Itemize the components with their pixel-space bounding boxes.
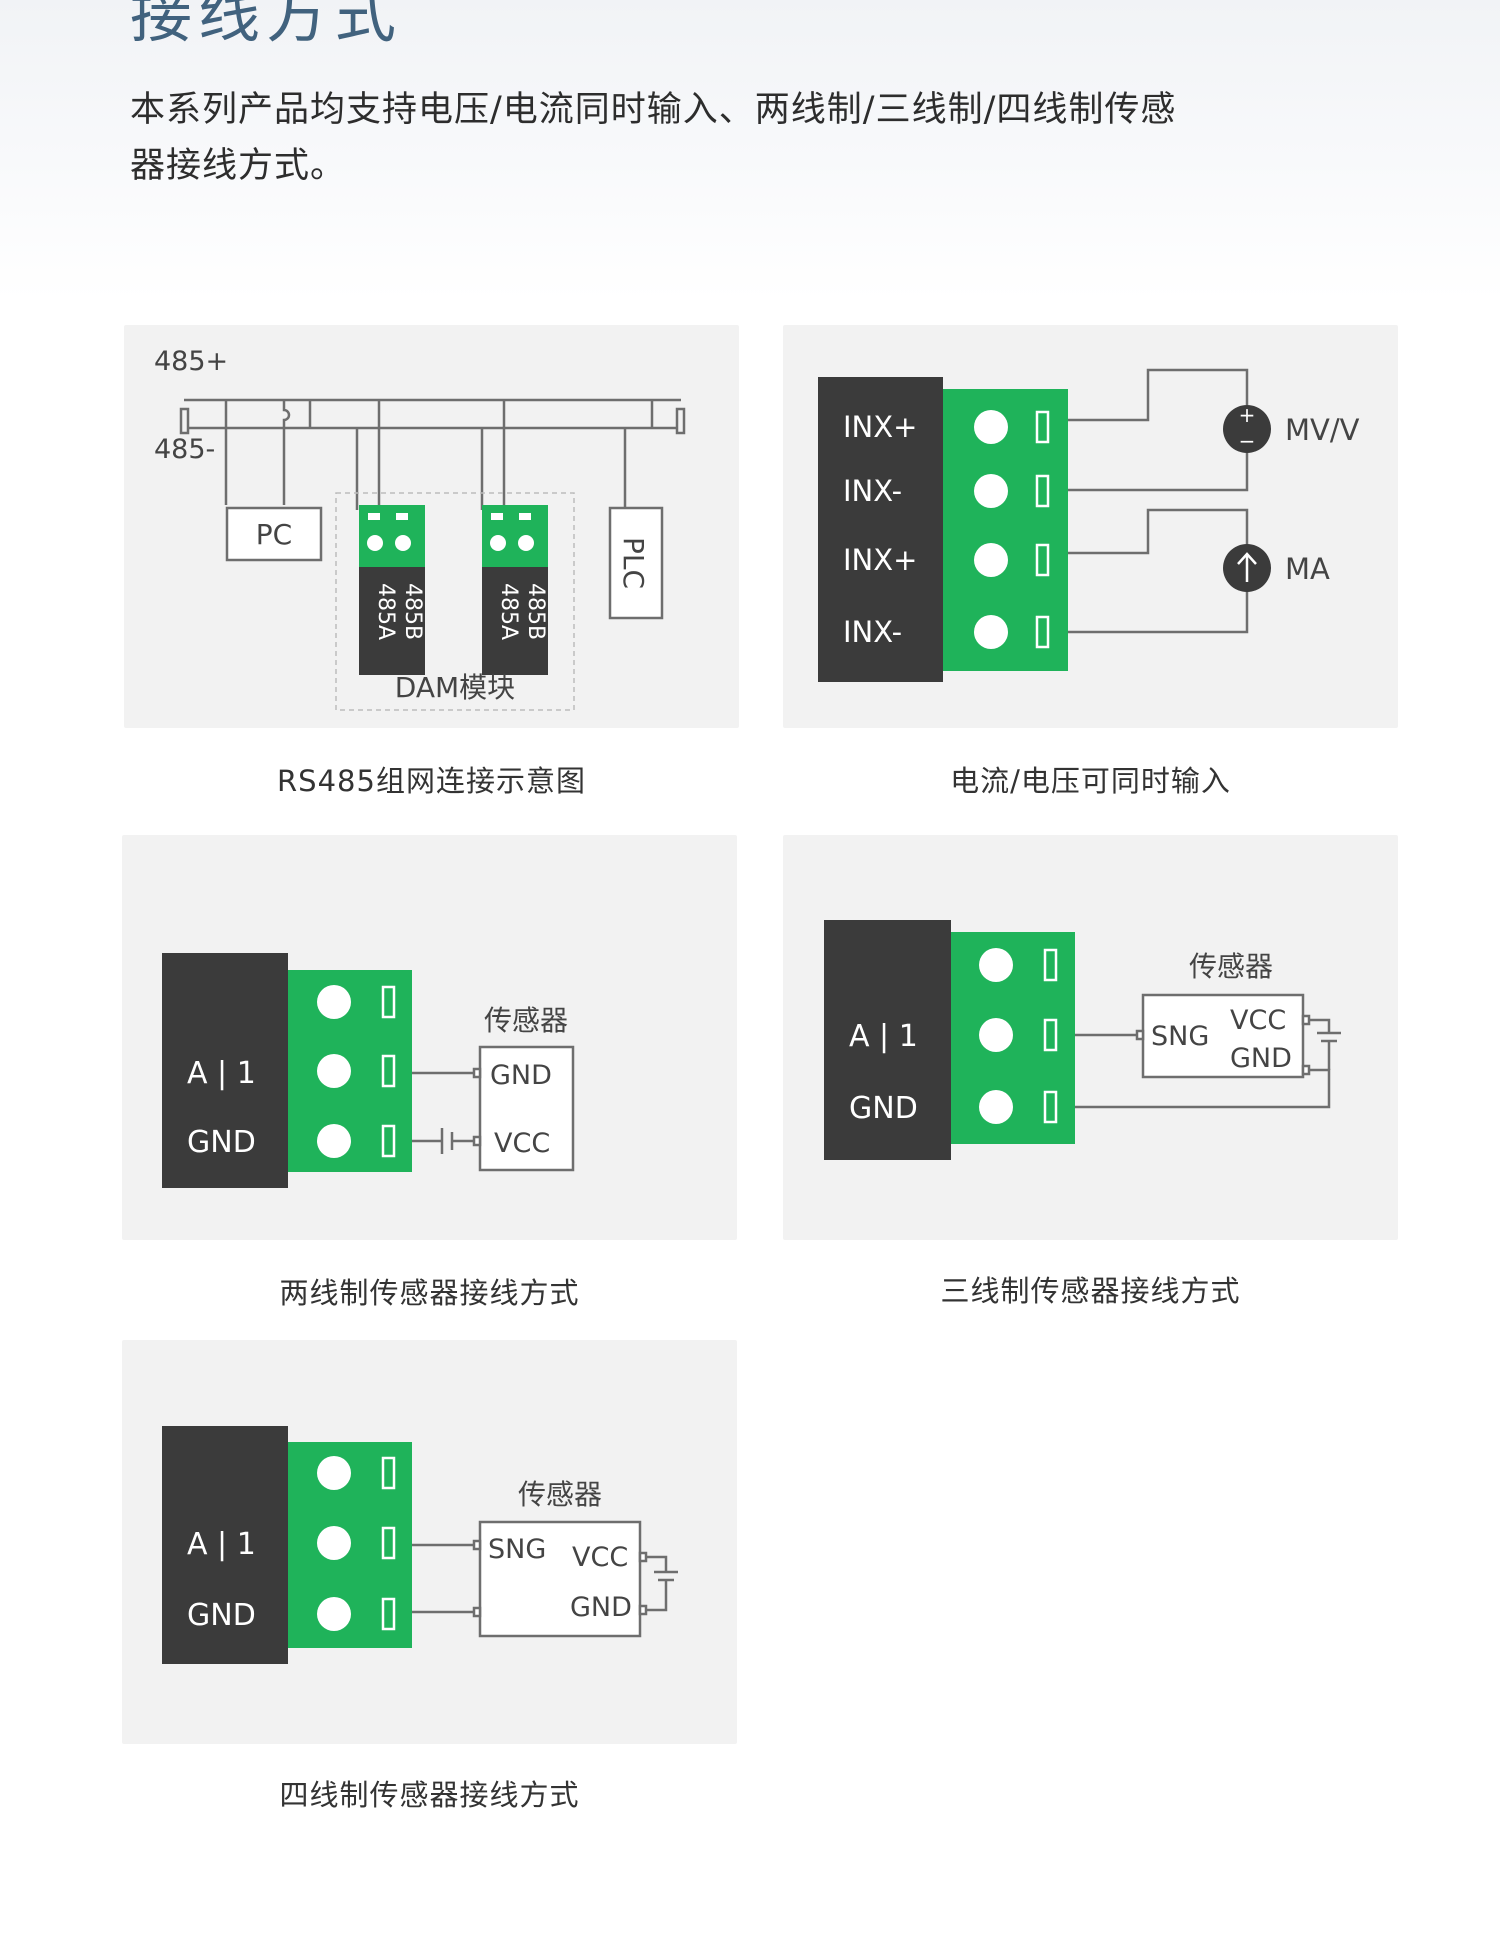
terminal-label-gnd: GND bbox=[187, 1598, 256, 1633]
voltage-source-label: MV/V bbox=[1285, 413, 1360, 447]
three-wire-diagram: A | 1 GND 传感器 SNG VCC GND bbox=[783, 835, 1398, 1240]
mixed-input-caption: 电流/电压可同时输入 bbox=[950, 764, 1231, 798]
input-label-1: INX+ bbox=[843, 410, 917, 444]
terminal-label-a1: A | 1 bbox=[187, 1527, 256, 1562]
input-label-4: INX- bbox=[843, 615, 902, 649]
four-wire-caption: 四线制传感器接线方式 bbox=[279, 1778, 580, 1812]
term-a-label: 485A bbox=[496, 583, 521, 640]
dam-module-1: 485A 485B bbox=[359, 505, 425, 675]
terminal-label-a1: A | 1 bbox=[849, 1019, 918, 1054]
current-source-label: MA bbox=[1285, 552, 1330, 586]
bus-minus-label: 485- bbox=[154, 434, 215, 465]
four-wire-diagram: A | 1 GND 传感器 SNG VCC GND bbox=[122, 1340, 737, 1744]
two-wire-caption: 两线制传感器接线方式 bbox=[279, 1276, 580, 1310]
plc-label: PLC bbox=[617, 537, 650, 589]
sensor-pin-sng: SNG bbox=[1151, 1021, 1209, 1052]
minus-sign: − bbox=[1239, 429, 1256, 453]
dam-module-2: 485A 485B bbox=[482, 505, 548, 675]
rs485-caption: RS485组网连接示意图 bbox=[277, 764, 586, 798]
voltage-source-icon: + − bbox=[1223, 403, 1271, 453]
current-source-icon bbox=[1223, 544, 1271, 592]
terminal-label-gnd: GND bbox=[849, 1091, 918, 1126]
module-label: DAM模块 bbox=[395, 671, 515, 704]
input-label-2: INX- bbox=[843, 474, 902, 508]
rs485-diagram: 485+ 485- PC PLC 485A 485B 485A 485B DAM… bbox=[124, 325, 739, 728]
sensor-title: 传感器 bbox=[518, 1478, 602, 1511]
sensor-pin-gnd: GND bbox=[1230, 1043, 1292, 1074]
sensor-pin-vcc: VCC bbox=[1230, 1005, 1286, 1036]
sensor-title: 传感器 bbox=[484, 1004, 568, 1037]
two-wire-diagram: A | 1 GND 传感器 GND VCC bbox=[122, 835, 737, 1240]
terminal-label-gnd: GND bbox=[187, 1125, 256, 1160]
term-b-label: 485B bbox=[523, 583, 548, 640]
mixed-input-diagram: INX+ INX- INX+ INX- + − MV/V MA bbox=[783, 325, 1398, 728]
sensor-title: 传感器 bbox=[1189, 950, 1273, 983]
sensor-pin-vcc: VCC bbox=[494, 1128, 550, 1159]
input-label-3: INX+ bbox=[843, 543, 917, 577]
sensor-pin-gnd: GND bbox=[570, 1592, 632, 1623]
sensor-pin-vcc: VCC bbox=[572, 1542, 628, 1573]
page-title: 接线方式 bbox=[130, 0, 403, 51]
sensor-pin-sng: SNG bbox=[488, 1534, 546, 1565]
term-b-label: 485B bbox=[400, 583, 425, 640]
sensor-pin-gnd: GND bbox=[490, 1060, 552, 1091]
term-a-label: 485A bbox=[373, 583, 398, 640]
bus-plus-label: 485+ bbox=[154, 346, 228, 377]
intro-text: 本系列产品均支持电压/电流同时输入、两线制/三线制/四线制传感器接线方式。 bbox=[130, 90, 1177, 186]
pc-label: PC bbox=[256, 518, 292, 551]
terminal-label-a1: A | 1 bbox=[187, 1056, 256, 1091]
three-wire-caption: 三线制传感器接线方式 bbox=[940, 1274, 1241, 1308]
plus-sign: + bbox=[1239, 403, 1256, 427]
